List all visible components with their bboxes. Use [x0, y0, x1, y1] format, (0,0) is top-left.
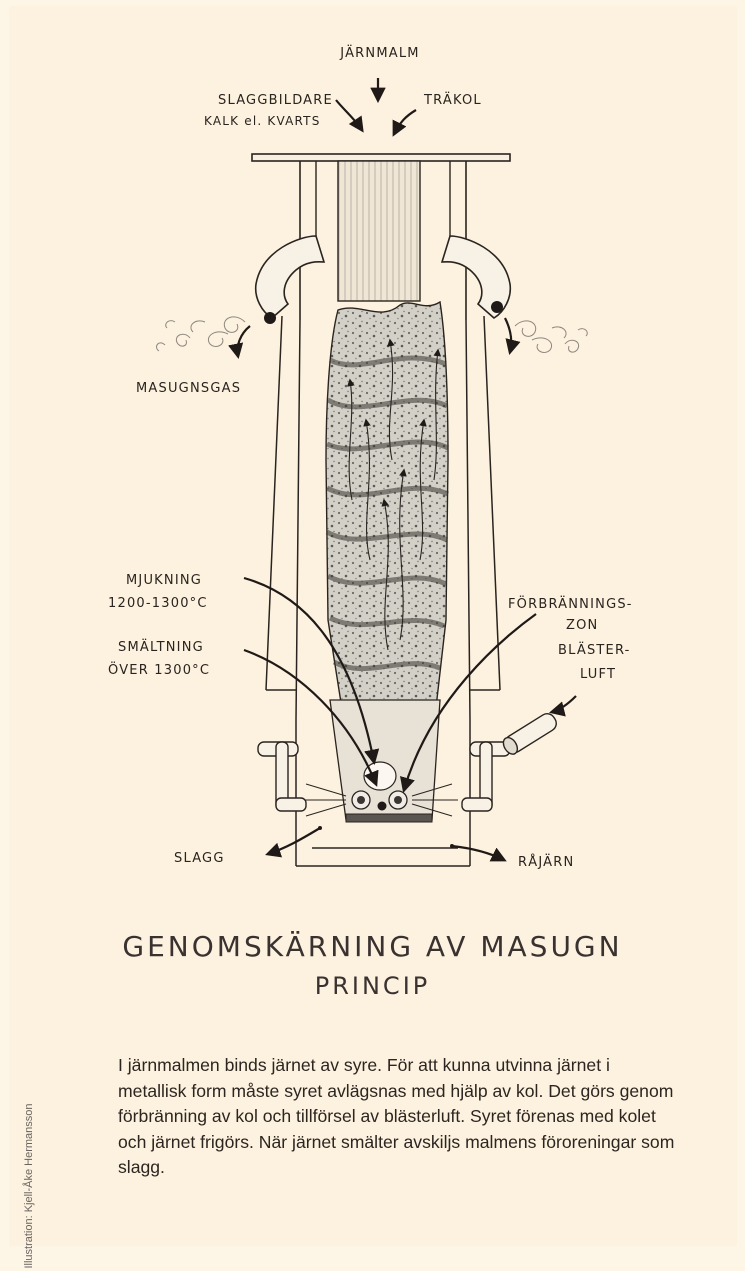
illustration-credit: Illustration: Kjell-Åke Hermansson	[23, 1101, 35, 1271]
label-softening: MJUKNING	[126, 573, 202, 588]
label-melting: SMÄLTNING	[118, 639, 204, 655]
furnace-charge	[326, 302, 448, 760]
diagram-title: GENOMSKÄRNING AV MASUGN	[0, 930, 745, 963]
label-combustion: FÖRBRÄNNINGS-	[508, 595, 633, 612]
diagram-subtitle: PRINCIP	[0, 972, 745, 1000]
hearth	[300, 700, 458, 822]
label-slag: SLAGG	[174, 851, 225, 866]
label-melting-temp: ÖVER 1300°C	[108, 661, 210, 678]
blast-furnace-diagram: JÄRNMALM SLAGGBILDARE KALK el. KVARTS TR…	[0, 0, 745, 910]
label-slag-former: SLAGGBILDARE	[218, 93, 333, 108]
label-blast: BLÄSTER-	[558, 642, 631, 658]
label-softening-temp: 1200-1300°C	[108, 596, 208, 611]
label-lime-quartz: KALK el. KVARTS	[204, 114, 321, 128]
furnace-top	[252, 154, 510, 320]
label-charcoal: TRÄKOL	[423, 92, 482, 108]
label-blast-air: LUFT	[580, 667, 616, 682]
label-furnace-gas: MASUGNSGAS	[136, 381, 241, 396]
caption-text: I järnmalmen binds järnet av syre. För a…	[118, 1053, 678, 1181]
label-combustion-zone: ZON	[566, 618, 598, 633]
label-iron-ore: JÄRNMALM	[339, 45, 419, 61]
label-pig-iron: RÅJÄRN	[518, 854, 574, 870]
